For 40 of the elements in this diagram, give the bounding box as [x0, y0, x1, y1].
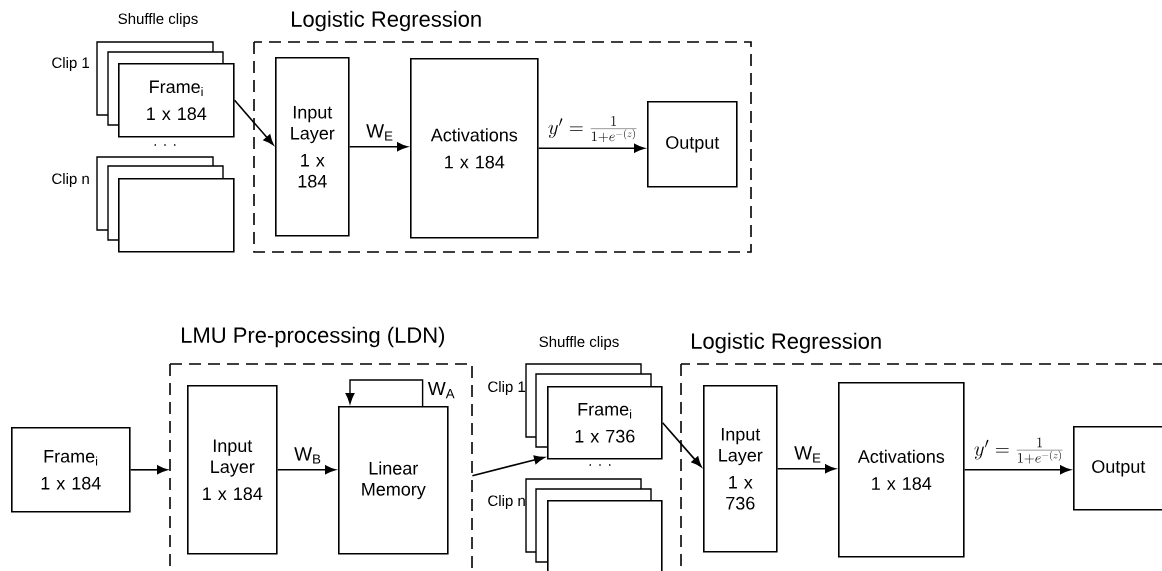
output-box: Output — [647, 101, 738, 188]
edge-label: $y' = \frac{1}{1+e^{-(z)}}$ — [547, 115, 639, 144]
arrow — [345, 379, 424, 407]
clip-label: Clip 1 — [488, 381, 526, 395]
frame-box: Frame$_{i}$ 1 x 736 — [547, 386, 663, 460]
arrow — [233, 99, 274, 146]
stack-caption: Shuffle clips — [539, 336, 619, 350]
arrow — [471, 455, 545, 477]
node-label: Logistic Regression — [692, 332, 881, 354]
frame-box — [118, 178, 235, 253]
arrow — [661, 422, 702, 468]
edge-label: W$_{E}$ — [365, 123, 395, 142]
arrow — [129, 465, 168, 475]
frame-box — [547, 500, 663, 571]
layer-box: Input Layer 1 x 184 — [187, 385, 278, 555]
frame-box: Frame$_{i}$ 1 x 184 — [11, 427, 131, 513]
edge-label: $y' = \frac{1}{1+e^{-(z)}}$ — [973, 436, 1065, 465]
edge-label: W$_{B}$ — [293, 446, 323, 465]
node-label: LMU Pre-processing (LDN) — [182, 326, 445, 348]
memory-box: Linear Memory — [338, 406, 449, 555]
arrow — [776, 464, 836, 474]
clip-label: Clip n — [52, 173, 89, 187]
edge-label: W$_{E}$ — [793, 445, 823, 464]
clip-label: Clip 1 — [52, 57, 90, 71]
arrow — [963, 465, 1071, 475]
layer-box: Input Layer 1 x 184 — [275, 57, 350, 237]
output-box: Output — [1073, 426, 1162, 511]
arrow — [276, 465, 336, 475]
layer-box: Activations 1 x 184 — [410, 58, 539, 239]
clip-label: Clip n — [488, 495, 525, 509]
edge-label: W$_{A}$ — [426, 380, 457, 400]
ellipsis-dots: . . . — [154, 144, 176, 146]
ellipsis-dots: . . . — [589, 464, 611, 466]
arrow — [348, 142, 408, 152]
frame-box: Frame$_{i}$ 1 x 184 — [118, 63, 235, 138]
stack-caption: Shuffle clips — [118, 13, 198, 27]
node-label: Logistic Regression — [292, 10, 481, 32]
layer-box: Activations 1 x 184 — [838, 382, 965, 558]
layer-box: Input Layer 1 x 736 — [703, 385, 778, 553]
arrow — [537, 143, 645, 153]
